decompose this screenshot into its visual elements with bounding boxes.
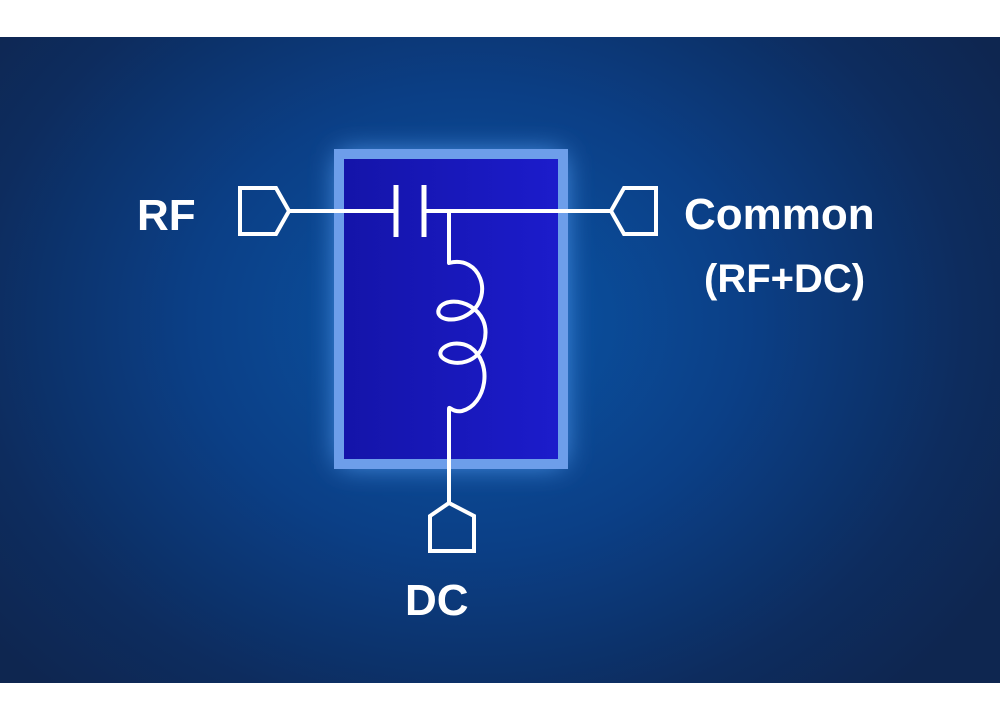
bias-tee-diagram-panel: RF Common (RF+DC) DC [0, 37, 1000, 683]
bias-tee-schematic [238, 149, 658, 553]
rf-port-icon [238, 186, 292, 236]
common-port-icon [608, 186, 658, 236]
common-sub-label: (RF+DC) [704, 257, 866, 301]
common-label: Common [684, 190, 875, 239]
component-housing [334, 149, 568, 469]
dc-label: DC [405, 576, 469, 625]
rf-label: RF [137, 191, 196, 240]
dc-port-icon [428, 500, 476, 553]
inductor-icon [436, 259, 488, 414]
